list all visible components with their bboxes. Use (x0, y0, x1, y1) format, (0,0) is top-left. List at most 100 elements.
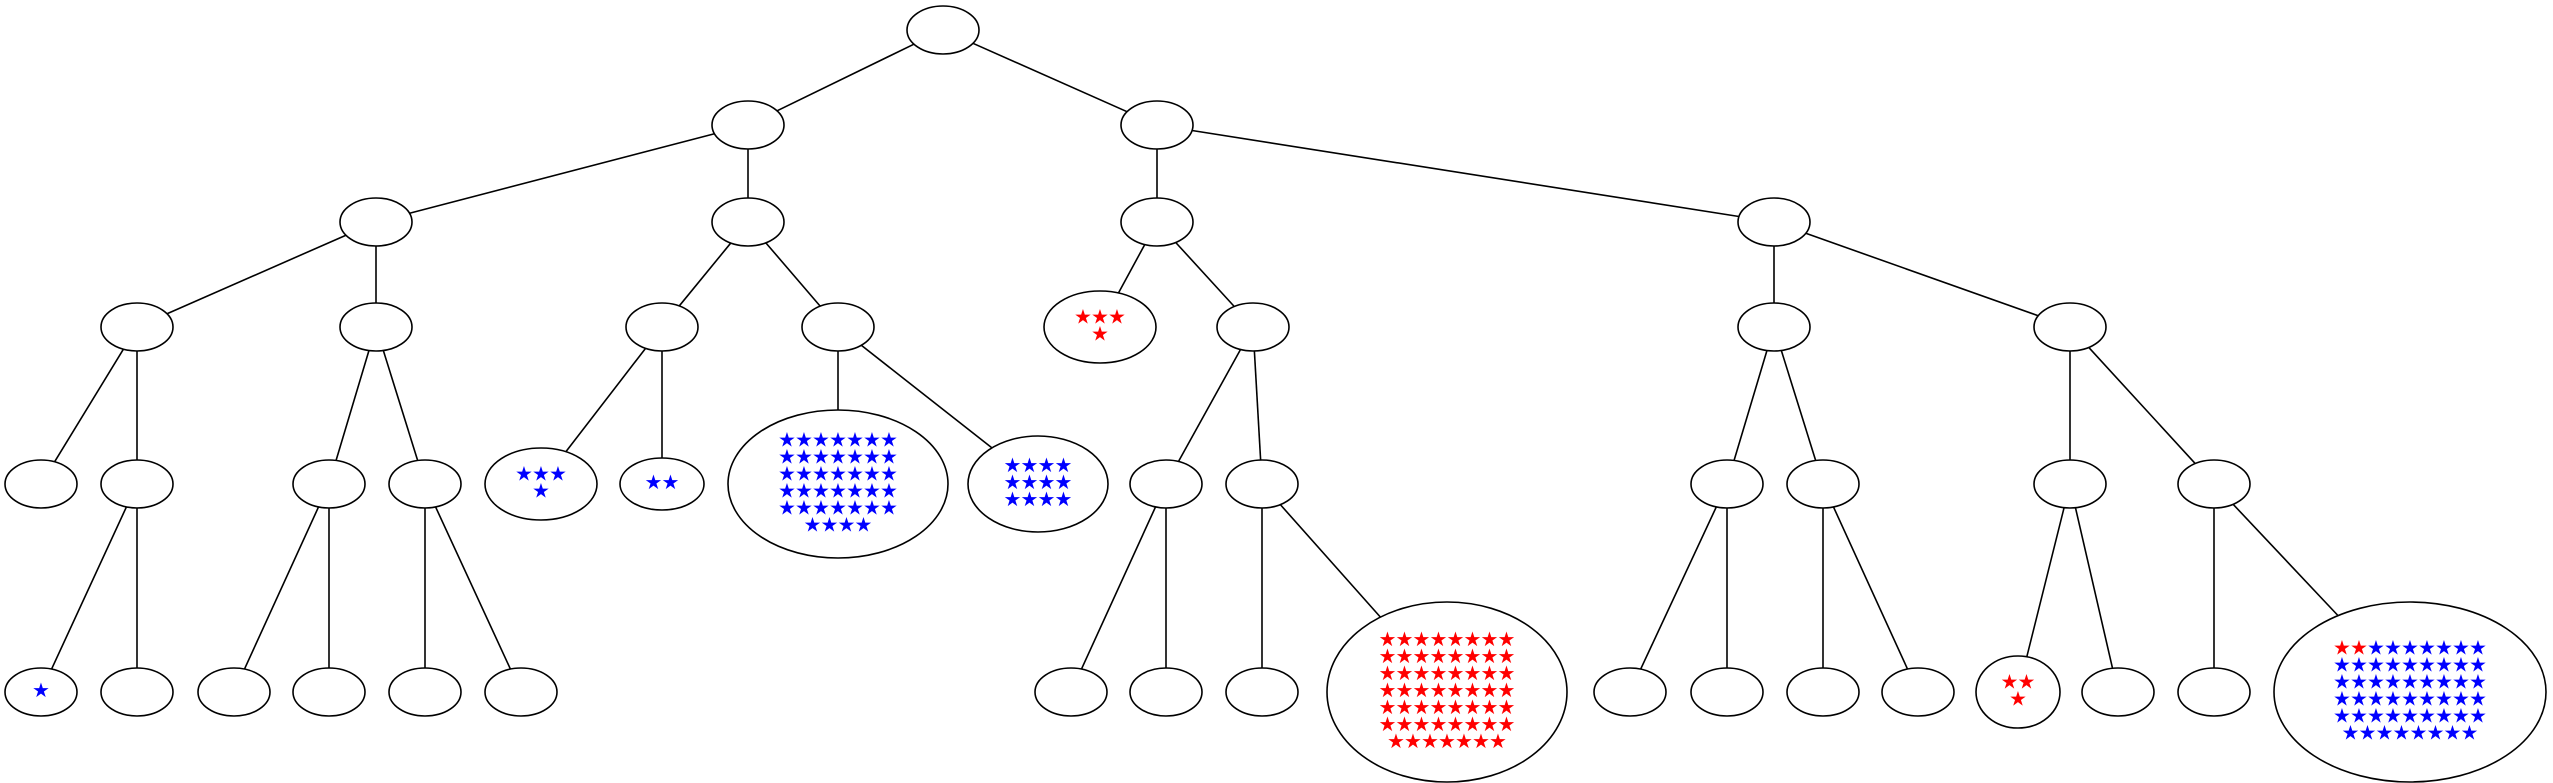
blue-star-icon: ★ (2367, 670, 2385, 694)
red-star-icon: ★ (1498, 695, 1516, 719)
node-ellipse (197, 667, 271, 717)
blue-star-icon: ★ (2418, 704, 2436, 728)
red-star-icon: ★ (1430, 661, 1448, 685)
blue-star-icon: ★ (2384, 636, 2402, 660)
blue-star-icon: ★ (863, 462, 881, 486)
blue-star-icon: ★ (1055, 453, 1073, 477)
blue-star-icon: ★ (795, 496, 813, 520)
blue-star-icon: ★ (2418, 687, 2436, 711)
tree-node (388, 459, 462, 509)
red-star-icon: ★ (1481, 627, 1499, 651)
tree-node: ★ (4, 667, 78, 717)
tree-node (1786, 459, 1860, 509)
blue-star-icon: ★ (2333, 687, 2351, 711)
blue-star-icon: ★ (2384, 687, 2402, 711)
red-star-icon: ★ (1447, 712, 1465, 736)
blue-star-icon: ★ (2367, 704, 2385, 728)
blue-star-icon: ★ (2384, 670, 2402, 694)
node-ellipse (2033, 302, 2107, 352)
blue-star-icon: ★ (1021, 453, 1039, 477)
edge-a2-a2a (678, 242, 732, 307)
blue-star-icon: ★ (829, 496, 847, 520)
blue-star-icon: ★ (778, 479, 796, 503)
node-ellipse (1216, 302, 1290, 352)
blue-star-icon: ★ (1004, 470, 1022, 494)
node-ellipse (484, 667, 558, 717)
node-ellipse (2273, 601, 2547, 783)
node-ellipse (388, 459, 462, 509)
blue-star-icon: ★ (532, 479, 550, 503)
tree-node (1881, 667, 1955, 717)
edge-b1-b1a (1117, 244, 1146, 294)
blue-star-icon: ★ (821, 513, 839, 537)
blue-star-icon: ★ (645, 470, 663, 494)
red-star-icon: ★ (1464, 678, 1482, 702)
node-ellipse (1737, 197, 1811, 247)
tree-node (1129, 459, 1203, 509)
red-star-icon: ★ (1413, 695, 1431, 719)
red-star-icon: ★ (1498, 627, 1516, 651)
node-ellipse (2033, 459, 2107, 509)
tree-node (1690, 459, 1764, 509)
blue-star-icon: ★ (2435, 687, 2453, 711)
tree-node (4, 459, 78, 509)
red-star-icon: ★ (1396, 644, 1414, 668)
red-star-icon: ★ (1481, 712, 1499, 736)
blue-star-icon: ★ (846, 462, 864, 486)
edge-b2b1-b2b1y (2074, 507, 2114, 669)
blue-star-icon: ★ (2333, 670, 2351, 694)
blue-star-icon: ★ (855, 513, 873, 537)
blue-star-icon: ★ (2393, 721, 2411, 745)
red-star-icon: ★ (2018, 670, 2036, 694)
blue-star-icon: ★ (2401, 636, 2419, 660)
blue-star-icon: ★ (2367, 653, 2385, 677)
node-ellipse (1786, 459, 1860, 509)
red-star-icon: ★ (1430, 644, 1448, 668)
blue-star-icon: ★ (2376, 721, 2394, 745)
red-star-icon: ★ (1430, 695, 1448, 719)
blue-star-icon: ★ (515, 462, 533, 486)
blue-star-icon: ★ (2418, 670, 2436, 694)
blue-star-icon: ★ (1004, 487, 1022, 511)
tree-node (2033, 302, 2107, 352)
node-ellipse (1120, 197, 1194, 247)
tree-node (1225, 459, 1299, 509)
tree-node (292, 459, 366, 509)
edge-b1b2-b1b2y (1279, 504, 1382, 618)
tree-node: ★★★ (1975, 655, 2061, 729)
blue-star-icon: ★ (812, 462, 830, 486)
edge-b2a-b2a1 (1733, 350, 1768, 461)
tree-node (100, 302, 174, 352)
blue-star-icon: ★ (2384, 653, 2402, 677)
tree-node (388, 667, 462, 717)
tree-node (100, 459, 174, 509)
edge-b2a-b2a2 (1780, 350, 1817, 461)
red-star-icon: ★ (1413, 712, 1431, 736)
tree-node (711, 100, 785, 150)
red-star-icon: ★ (1421, 729, 1439, 753)
blue-star-icon: ★ (2452, 704, 2470, 728)
edge-b1b1-b1b1x (1080, 506, 1157, 670)
red-star-icon: ★ (1464, 712, 1482, 736)
blue-star-icon: ★ (778, 428, 796, 452)
tree-node: ★★★★★★★★★★★★ (967, 435, 1109, 533)
blue-star-icon: ★ (2435, 670, 2453, 694)
blue-star-icon: ★ (1038, 453, 1056, 477)
tree-node (1225, 667, 1299, 717)
edge-b2a1-b2a1x (1639, 506, 1718, 670)
blue-star-icon: ★ (2435, 653, 2453, 677)
node-ellipse (100, 459, 174, 509)
node-ellipse (711, 197, 785, 247)
red-star-icon: ★ (1379, 678, 1397, 702)
blue-star-icon: ★ (2427, 721, 2445, 745)
blue-star-icon: ★ (2367, 636, 2385, 660)
blue-star-icon: ★ (2435, 704, 2453, 728)
red-star-icon: ★ (1404, 729, 1422, 753)
node-ellipse (1593, 667, 1667, 717)
red-star-icon: ★ (1396, 627, 1414, 651)
red-star-icon: ★ (1464, 695, 1482, 719)
node-ellipse (2081, 667, 2155, 717)
node-ellipse (100, 302, 174, 352)
blue-star-icon: ★ (795, 462, 813, 486)
